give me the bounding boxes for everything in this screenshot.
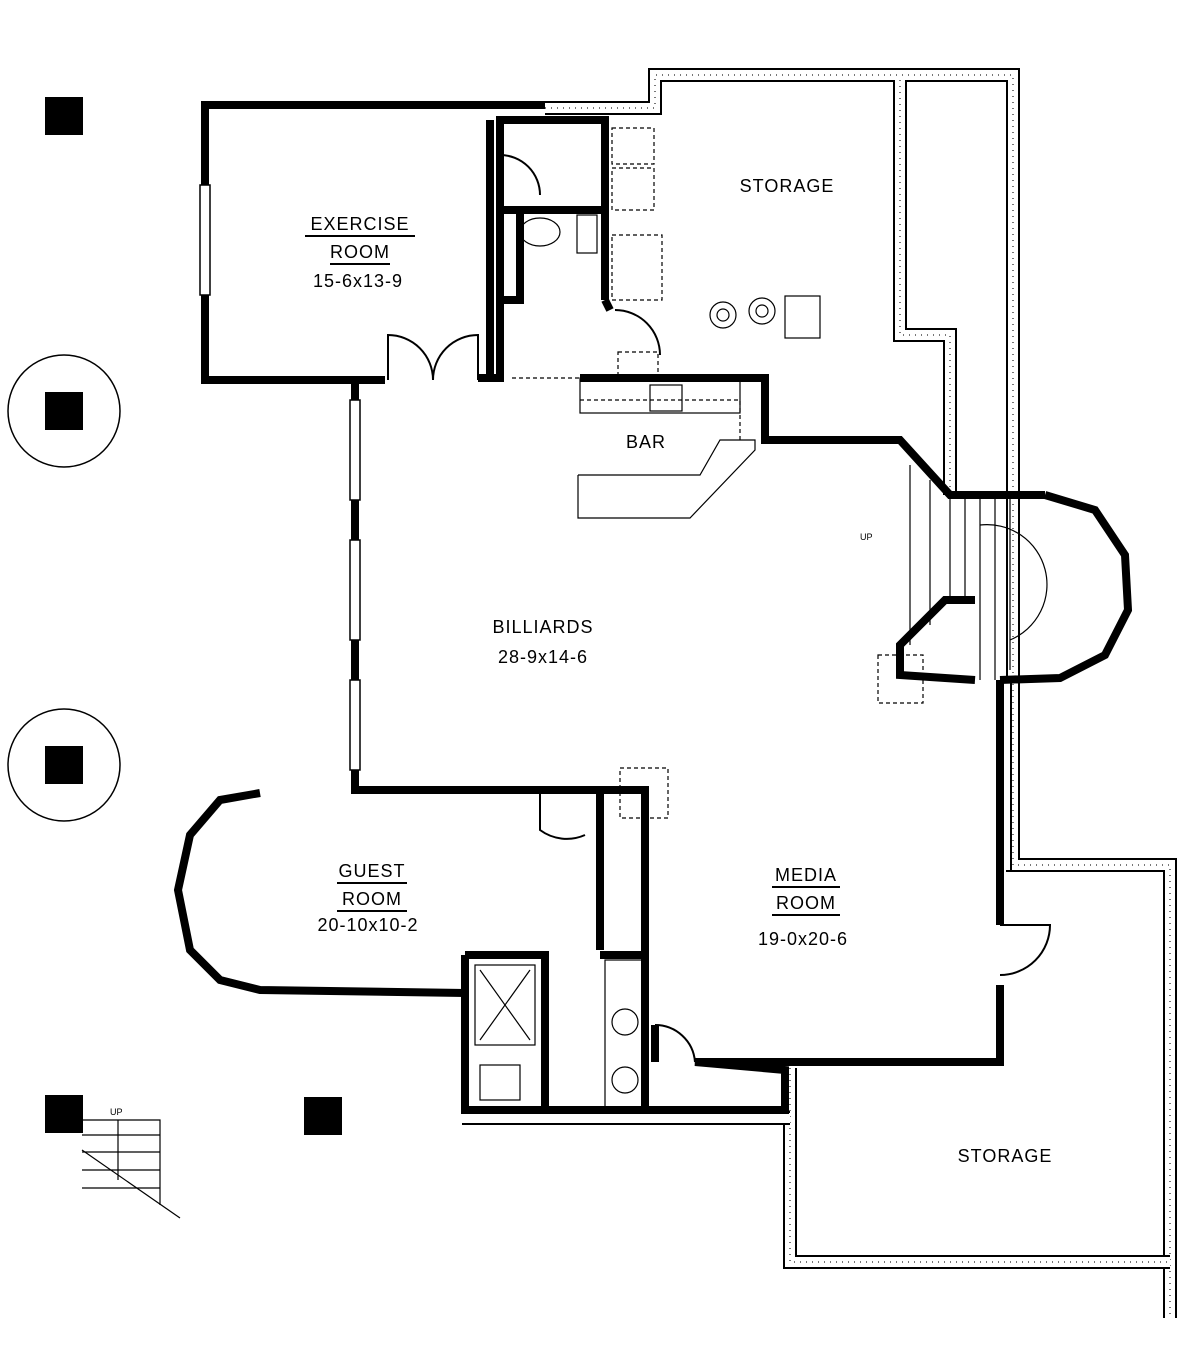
billiards-name: BILLIARDS — [492, 617, 593, 637]
guest-line1: GUEST — [338, 861, 405, 881]
guest-line2: ROOM — [342, 889, 402, 909]
room-label-exercise: EXERCISE ROOM 15-6x13-9 — [305, 214, 415, 291]
exercise-line2: ROOM — [330, 242, 390, 262]
room-label-storage-bottom: STORAGE — [958, 1146, 1053, 1166]
storage-foundation-walls — [462, 68, 1177, 1318]
room-label-billiards: BILLIARDS 28-9x14-6 — [492, 617, 593, 667]
exterior-stair-up-label: UP — [110, 1107, 123, 1117]
room-label-media: MEDIA ROOM 19-0x20-6 — [758, 865, 848, 949]
exterior-staircase: UP — [81, 1107, 181, 1219]
stair-up-label: UP — [860, 532, 873, 542]
exercise-size: 15-6x13-9 — [313, 271, 403, 291]
doors — [387, 154, 1052, 1063]
media-line2: ROOM — [776, 893, 836, 913]
room-label-guest: GUEST ROOM 20-10x10-2 — [317, 861, 418, 935]
columns — [7, 97, 342, 1135]
guest-size: 20-10x10-2 — [317, 915, 418, 935]
media-size: 19-0x20-6 — [758, 929, 848, 949]
main-staircase: UP — [860, 465, 1048, 680]
billiards-size: 28-9x14-6 — [498, 647, 588, 667]
bar-counter — [577, 351, 756, 519]
walls — [173, 101, 1133, 1114]
room-label-bar: BAR — [626, 432, 666, 452]
media-line1: MEDIA — [775, 865, 837, 885]
exercise-line1: EXERCISE — [310, 214, 409, 234]
fixtures — [474, 127, 924, 1109]
windows — [199, 184, 361, 771]
room-label-storage-top: STORAGE — [740, 176, 835, 196]
